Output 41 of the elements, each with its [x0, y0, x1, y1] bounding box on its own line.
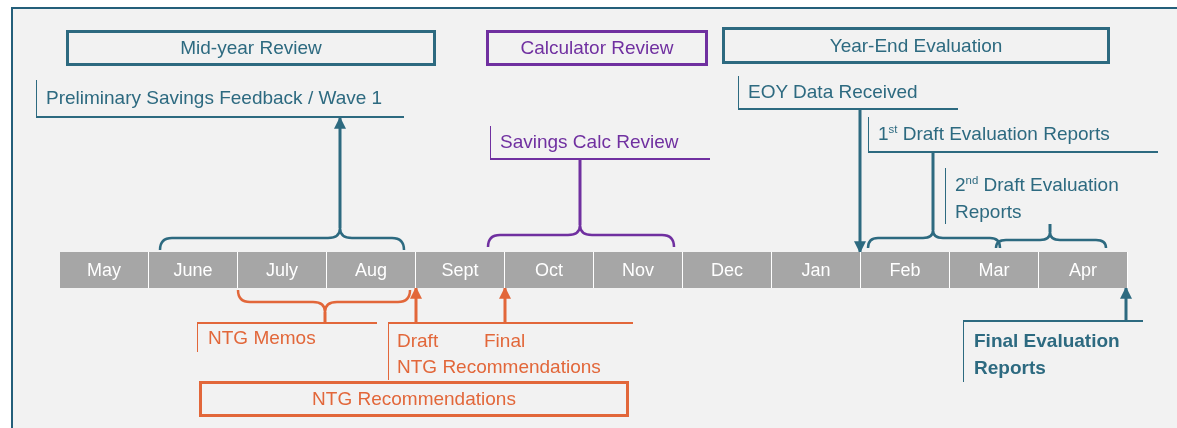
month-cell: Dec [683, 252, 772, 288]
month-cell: Sept [416, 252, 505, 288]
arrow [1120, 286, 1132, 320]
phase-box: Mid-year Review [66, 30, 436, 66]
leader-line [1048, 224, 1052, 232]
phase-box: NTG Recommendations [199, 381, 629, 417]
bracket [994, 230, 1108, 249]
callout-text: Draft [397, 330, 439, 352]
bracket [158, 226, 406, 251]
month-cell: June [149, 252, 238, 288]
callout-label: Preliminary Savings Feedback / Wave 1 [36, 80, 404, 118]
leader-line [323, 312, 327, 322]
callout-text: NTG Recommendations [397, 356, 601, 378]
arrow [854, 110, 866, 254]
callout-label: 2$^{nd}$ Draft Evaluation Reports [945, 168, 1145, 224]
callout-label: Savings Calc Review [490, 126, 710, 160]
month-cell: Feb [861, 252, 950, 288]
month-cell: July [238, 252, 327, 288]
callout-label: NTG Memos [197, 322, 377, 352]
bracket [236, 289, 412, 314]
callout-label: 1$^{st}$ Draft Evaluation Reports [868, 117, 1158, 153]
bracket [866, 228, 1002, 249]
callout-label: EOY Data Received [738, 76, 958, 110]
phase-box: Calculator Review [486, 30, 708, 66]
leader-line [578, 160, 582, 225]
month-cell: Oct [505, 252, 594, 288]
arrow [334, 116, 346, 228]
callout-label: Final Evaluation Reports [963, 320, 1143, 382]
bracket [486, 223, 676, 248]
leader-line [931, 153, 935, 230]
month-cell: Apr [1039, 252, 1128, 288]
arrow [499, 286, 511, 322]
callout-text: Final [484, 330, 526, 352]
month-cell: Aug [327, 252, 416, 288]
arrow [410, 286, 422, 322]
callout-bracket [388, 322, 633, 380]
month-cell: Jan [772, 252, 861, 288]
month-cell: May [60, 252, 149, 288]
month-cell: Nov [594, 252, 683, 288]
month-cell: Mar [950, 252, 1039, 288]
phase-box: Year-End Evaluation [722, 27, 1110, 64]
